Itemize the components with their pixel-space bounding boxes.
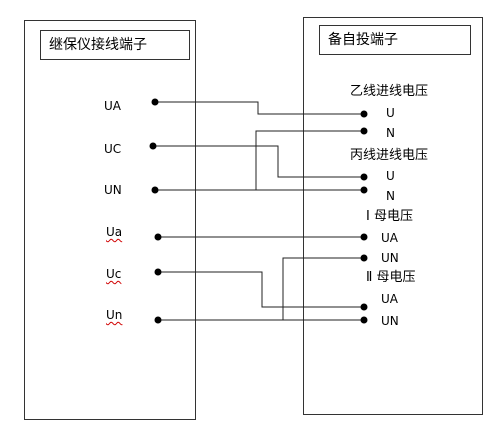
wire-uc-to-line-c-u [153, 145, 363, 178]
group-title-line-b-voltage: 乙线进线电压 [350, 84, 429, 99]
wire-un-to-line-b-n [155, 130, 363, 191]
terminal-dot-ua [151, 98, 159, 106]
terminal-dot-bus-2-ua [360, 303, 368, 311]
terminal-dot-uc-lower [154, 268, 162, 276]
terminal-dot-bus-1-ua [360, 233, 368, 241]
wire-uc-lower-to-bus-2-ua [158, 271, 363, 308]
left-terminal-label-ua: UA [104, 99, 121, 113]
terminal-dot-ua-lower [154, 233, 162, 241]
terminal-dot-line-b-n [360, 127, 368, 135]
terminal-dot-line-c-n [360, 186, 368, 194]
left-terminal-label-un-lower: Un [106, 308, 123, 322]
left-terminal-label-un: UN [104, 183, 122, 197]
left-terminal-label-uc: UC [104, 142, 122, 156]
left-terminal-label-ua-lower: Ua [106, 225, 123, 239]
right-terminal-label-bus-1-ua: UA [381, 231, 398, 245]
terminal-dot-bus-2-un [360, 316, 368, 324]
right-terminal-label-line-b-u: U [386, 106, 395, 120]
auto-transfer-panel [303, 17, 483, 415]
terminal-dot-un-lower [154, 316, 162, 324]
right-terminal-label-bus-1-un: UN [381, 251, 399, 265]
right-terminal-label-line-c-n: N [386, 189, 395, 203]
left-terminal-label-uc-lower: Uc [106, 267, 122, 281]
terminal-dot-un [151, 186, 159, 194]
right-terminal-label-bus-2-ua: UA [381, 292, 398, 306]
auto-transfer-title: 备自投端子 [319, 25, 471, 55]
wire-ua-to-line-b-u [155, 101, 363, 115]
terminal-dot-line-c-u [360, 173, 368, 181]
right-terminal-label-line-b-n: N [386, 126, 395, 140]
group-title-bus-2-voltage: Ⅱ 母电压 [366, 270, 416, 285]
terminal-dot-bus-1-un [360, 254, 368, 262]
right-terminal-label-bus-2-un: UN [381, 314, 399, 328]
group-title-bus-1-voltage: Ⅰ 母电压 [366, 209, 413, 224]
wire-bus-1-un-junction [282, 257, 363, 320]
right-terminal-label-line-c-u: U [386, 169, 395, 183]
relay-tester-panel [24, 20, 196, 420]
terminal-dot-uc [149, 142, 157, 150]
group-title-line-c-voltage: 丙线进线电压 [350, 148, 429, 163]
relay-tester-title: 继保仪接线端子 [40, 30, 190, 60]
terminal-dot-line-b-u [360, 110, 368, 118]
